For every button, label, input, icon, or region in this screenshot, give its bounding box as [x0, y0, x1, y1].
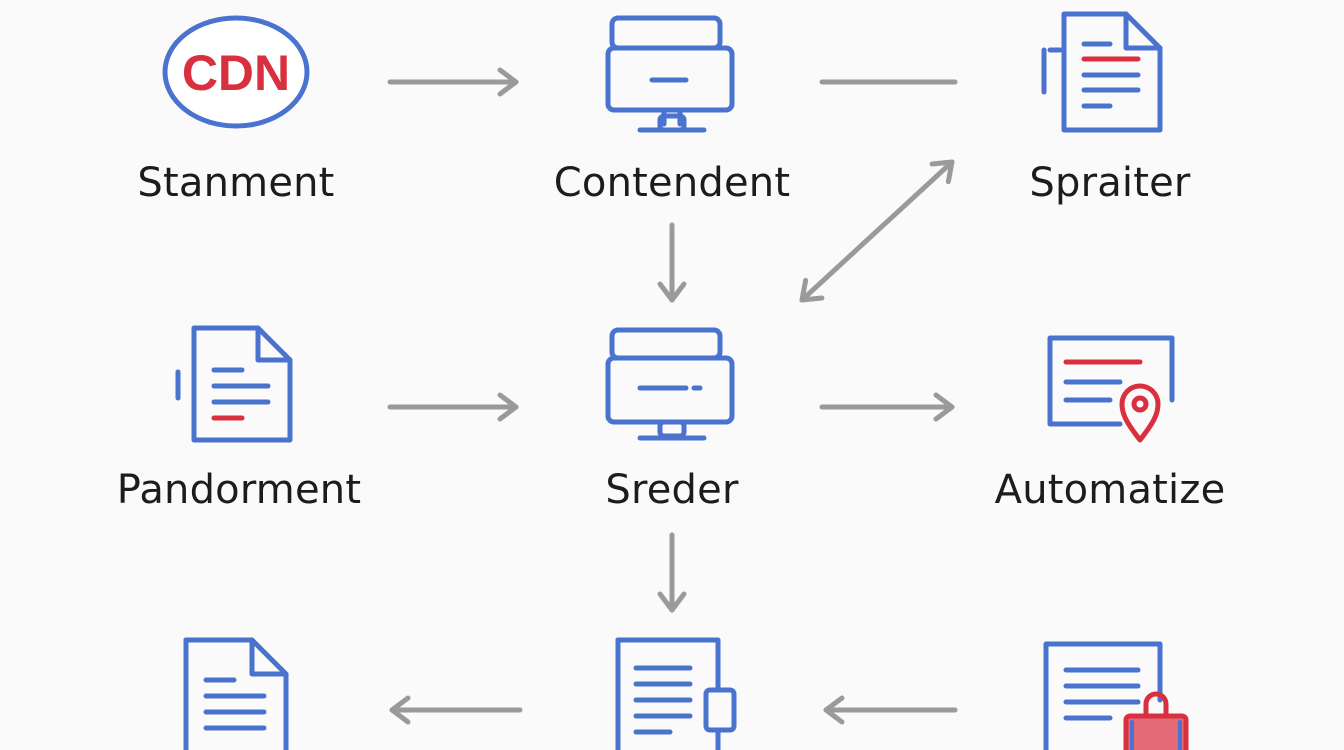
node-label-sreder: Sreder: [605, 467, 739, 513]
cdn-badge-text: CDN: [182, 45, 290, 101]
node-label-automatize: Automatize: [994, 467, 1226, 513]
document-bag-icon: [1043, 641, 1189, 750]
document-device-icon: [615, 637, 737, 750]
monitor-icon: [605, 327, 735, 441]
document-icon: [183, 637, 289, 750]
arrow-spraiter-sreder-bidirectional: [799, 159, 955, 303]
certificate-location-icon: [1047, 335, 1175, 443]
monitor-icon: [605, 15, 735, 133]
document-icon: [1041, 11, 1163, 133]
node-label-spraiter: Spraiter: [1029, 160, 1191, 206]
node-label-contendent: Contendent: [553, 160, 791, 206]
cdn-badge-icon: CDN: [162, 15, 310, 129]
document-icon: [175, 325, 293, 443]
connections: [387, 67, 958, 725]
node-label-stanment: Stanment: [137, 160, 335, 206]
node-label-pandorment: Pandorment: [116, 467, 362, 513]
